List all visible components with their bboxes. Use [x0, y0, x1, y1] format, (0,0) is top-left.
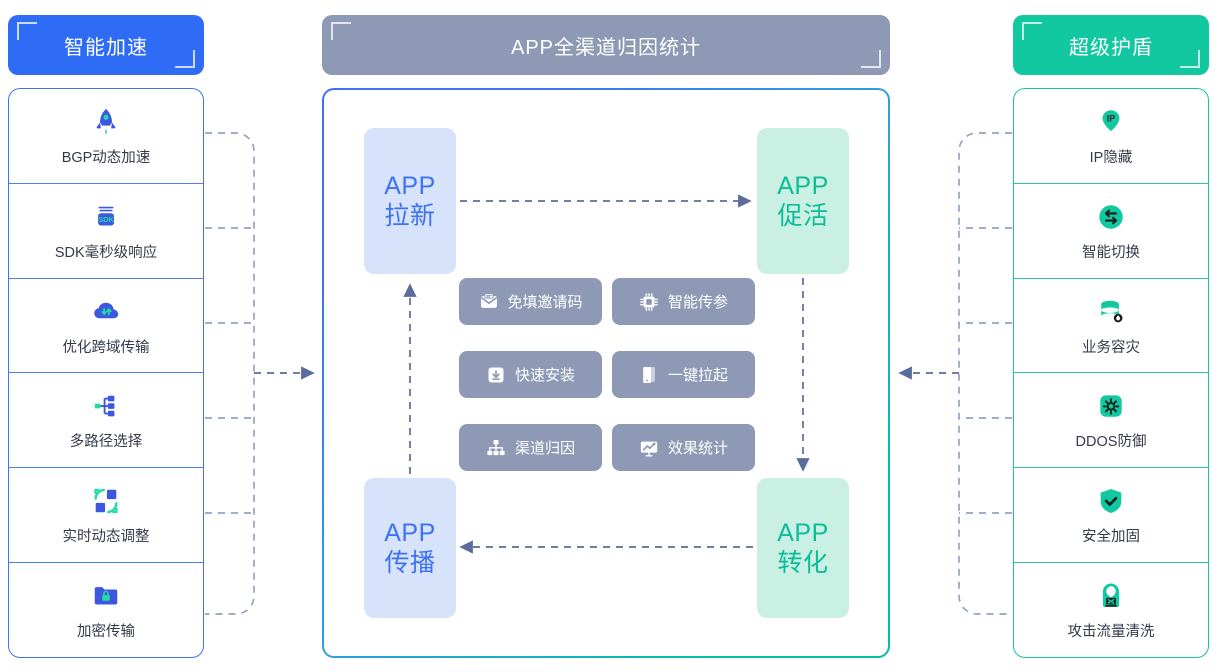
feature-item-traffic-cleaning[interactable]: 攻击流量清洗	[1014, 562, 1208, 657]
cloud-transfer-icon	[89, 295, 123, 329]
dynamic-adjust-icon	[89, 484, 123, 518]
stage-line-1: APP	[777, 518, 829, 547]
feature-label: 攻击流量清洗	[1067, 624, 1155, 641]
feature-label: 安全加固	[1082, 529, 1140, 546]
mail-code-icon	[478, 291, 499, 312]
corner-bracket-br	[175, 50, 195, 68]
feature-label: 智能切换	[1082, 244, 1140, 261]
feature-label: 实时动态调整	[62, 529, 150, 546]
feature-item-bgp[interactable]: BGP动态加速	[9, 89, 203, 183]
center-tile-fast-install[interactable]: 快速安装	[459, 351, 602, 398]
stage-line-1: APP	[384, 518, 436, 547]
right-panel-title: 超级护盾	[1069, 36, 1153, 59]
center-tile-smart-params[interactable]: 智能传参	[612, 278, 755, 325]
feature-item-ip-hide[interactable]: IP IP隐藏	[1014, 89, 1208, 183]
stage-line-2: 促活	[777, 202, 829, 230]
corner-bracket-br	[1180, 50, 1200, 68]
phone-launch-icon	[639, 364, 660, 385]
database-icon	[1094, 295, 1128, 329]
right-panel-header: 超级护盾	[1013, 15, 1209, 75]
stage-box-convert[interactable]: APP 转化	[757, 478, 849, 618]
feature-label: 多路径选择	[69, 434, 143, 451]
feature-label: 加密传输	[77, 624, 135, 641]
feature-item-smart-switch[interactable]: 智能切换	[1014, 182, 1208, 278]
feature-item-sdk[interactable]: SDK SDK毫秒级响应	[9, 182, 203, 278]
stage-box-activate[interactable]: APP 促活	[757, 128, 849, 274]
corner-bracket-tl	[331, 22, 351, 40]
svg-text:SDK: SDK	[98, 215, 114, 224]
svg-text:IP: IP	[1107, 113, 1115, 123]
shield-check-icon	[1094, 484, 1128, 518]
center-tile-label: 渠道归因	[514, 440, 575, 457]
encrypted-folder-icon	[89, 579, 123, 613]
feature-label: BGP动态加速	[61, 149, 151, 166]
center-panel-header: APP全渠道归因统计	[322, 15, 890, 75]
rocket-icon	[89, 105, 123, 139]
sdk-icon: SDK	[89, 200, 123, 234]
feature-label: SDK毫秒级响应	[54, 244, 158, 261]
attack-clean-icon	[1094, 579, 1128, 613]
feature-item-dynamic[interactable]: 实时动态调整	[9, 467, 203, 562]
feature-label: 业务容灾	[1082, 339, 1140, 356]
chip-icon	[639, 291, 660, 312]
feature-item-ddos[interactable]: DDOS防御	[1014, 372, 1208, 467]
corner-bracket-tl	[1022, 22, 1042, 40]
center-tile-invite-code[interactable]: 免填邀请码	[459, 278, 602, 325]
feature-item-cross-domain[interactable]: 优化跨域传输	[9, 277, 203, 373]
switch-arrows-icon	[1094, 200, 1128, 234]
corner-bracket-tl	[17, 22, 37, 40]
feature-label: 优化跨域传输	[62, 339, 150, 356]
left-panel-header: 智能加速	[8, 15, 204, 75]
center-tile-label: 免填邀请码	[507, 294, 583, 311]
center-tile-label: 快速安装	[514, 367, 575, 384]
left-bus-trunk	[205, 132, 255, 615]
stage-box-pull-new[interactable]: APP 拉新	[364, 128, 456, 274]
left-panel-list: BGP动态加速 SDK SDK毫秒级响应 优化跨域传	[8, 88, 204, 658]
stage-line-2: 转化	[777, 549, 829, 577]
feature-label: IP隐藏	[1089, 149, 1133, 166]
center-tile-channel-attribution[interactable]: 渠道归因	[459, 424, 602, 471]
feature-item-multipath[interactable]: 多路径选择	[9, 372, 203, 467]
stage-line-2: 传播	[384, 549, 436, 577]
ip-pin-icon: IP	[1094, 105, 1128, 139]
corner-bracket-br	[861, 50, 881, 68]
feature-label: DDOS防御	[1075, 434, 1147, 451]
stage-line-2: 拉新	[384, 202, 436, 230]
left-panel-title: 智能加速	[64, 36, 148, 59]
center-tile-label: 智能传参	[667, 294, 728, 311]
stage-line-1: APP	[777, 171, 829, 200]
feature-item-security-hardening[interactable]: 安全加固	[1014, 467, 1208, 562]
stage-line-1: APP	[384, 171, 436, 200]
center-tile-one-key-launch[interactable]: 一键拉起	[612, 351, 755, 398]
center-tile-label: 效果统计	[667, 440, 728, 457]
stage-box-spread[interactable]: APP 传播	[364, 478, 456, 618]
download-box-icon	[486, 364, 507, 385]
center-panel-title: APP全渠道归因统计	[510, 36, 702, 59]
right-bus-trunk	[958, 132, 1012, 615]
feature-item-disaster-recovery[interactable]: 业务容灾	[1014, 277, 1208, 373]
ddos-gear-icon	[1094, 389, 1128, 423]
center-tile-effect-stats[interactable]: 效果统计	[612, 424, 755, 471]
multi-path-icon	[89, 389, 123, 423]
chart-board-icon	[639, 437, 660, 458]
sitemap-icon	[486, 437, 507, 458]
center-tile-label: 一键拉起	[667, 367, 728, 384]
feature-item-encryption[interactable]: 加密传输	[9, 562, 203, 657]
right-panel-list: IP IP隐藏 智能切换	[1013, 88, 1209, 658]
